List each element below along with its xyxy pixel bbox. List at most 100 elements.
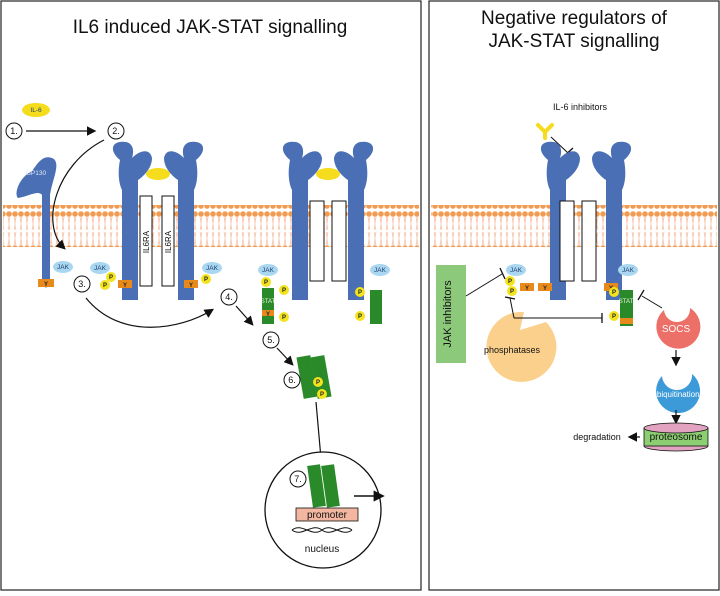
tyrosine-c1-right-label: Y (189, 283, 193, 289)
jak-c2-right-label: JAK (374, 267, 387, 274)
degradation-label: degradation (573, 432, 621, 442)
inhibition-jak (465, 273, 503, 297)
stat-c2-left-label: STAT (261, 299, 276, 305)
right-panel-frame (428, 0, 720, 591)
stat-c2-left (262, 288, 274, 324)
phosphatases-label: phosphatases (484, 345, 541, 355)
stat-c2-right (370, 290, 382, 324)
il6ra-label-a: IL6RA (142, 230, 151, 253)
phosphate-c1-c (201, 274, 211, 284)
jak-inhibitors-label: JAK inhibitors (442, 280, 454, 348)
stat-right-label: STAT (619, 299, 634, 305)
phosphate-r-c-label: P (612, 290, 616, 296)
phosphate-c2-c-label: P (282, 315, 286, 321)
jak-right-left-label: JAK (510, 267, 523, 274)
phosphate-c2-d (355, 287, 365, 297)
arrow-step4-to-step5 (235, 305, 254, 326)
phosphatase-shape (486, 311, 557, 382)
phosphate-dimer-a (313, 377, 323, 387)
step-2-marker (107, 122, 125, 140)
right-panel-title-line1: Negative regulators of (481, 8, 668, 29)
socs-label: SOCS (662, 324, 691, 335)
promoter-label: promoter (307, 510, 348, 521)
inhibition-phosphatase-jak-bar (504, 296, 516, 300)
il6-bound-1 (146, 168, 170, 180)
phosphate-c1-a-label: P (109, 275, 113, 281)
phosphate-c1-c-label: P (204, 277, 208, 283)
step-1-marker (5, 122, 23, 140)
il6-bound-2 (316, 168, 340, 180)
jak-right-right-label: JAK (622, 267, 635, 274)
inhibition-socs (641, 295, 663, 309)
phosphate-r-d (609, 311, 619, 321)
tyrosine-right-1-label: Y (525, 286, 529, 292)
tyrosine-right-2-label: Y (543, 286, 547, 292)
inhibition-il6 (550, 136, 569, 154)
step-7-label: 7. (294, 474, 302, 484)
jak-c1-right-label: JAK (206, 265, 219, 272)
jak-free-label: JAK (57, 264, 70, 271)
step-6-label: 6. (288, 375, 296, 385)
step-4-marker (220, 288, 238, 306)
tyrosine-c1-right (184, 280, 198, 288)
proteosome-label: proteosome (650, 432, 703, 443)
phosphate-dimer-b (317, 389, 327, 399)
jak-c1-right (202, 262, 222, 274)
receptor-complex-2 (282, 141, 374, 300)
tyrosine-c2-left (262, 310, 274, 316)
il6ra-right-b (581, 200, 597, 282)
left-panel-title: IL6 induced JAK-STAT signalling (73, 17, 348, 38)
il6-label: IL-6 (30, 107, 42, 114)
il6-inhibitors-label: IL-6 inhibitors (553, 102, 608, 112)
stat-dimer (296, 355, 332, 399)
step-3-label: 3. (78, 279, 86, 289)
jak-inhibitors-box (436, 265, 466, 363)
phosphate-c2-b (279, 285, 289, 295)
phosphate-r-b-label: P (510, 289, 514, 295)
jak-c1-left-label: JAK (94, 265, 107, 272)
stat-right (620, 290, 633, 326)
il6ra-right-a (559, 200, 575, 282)
nucleus-label: nucleus (305, 544, 339, 555)
il6-ligand (22, 103, 50, 117)
il6ra-complex2-a (309, 200, 325, 282)
tyrosine-gp130 (38, 279, 54, 287)
tyrosine-stat-right (620, 318, 633, 324)
proteosome-top (643, 422, 709, 434)
inhibition-socs-bar (637, 289, 645, 301)
phosphate-c2-c (279, 312, 289, 322)
socs-shape (656, 308, 701, 349)
phosphate-r-d-label: P (612, 314, 616, 320)
phosphate-r-c (609, 287, 619, 297)
il6ra-label-b: IL6RA (164, 230, 173, 253)
step-2-label: 2. (112, 126, 120, 136)
dna-helix (291, 527, 353, 533)
step-5-marker (262, 331, 280, 349)
arrow-step5-to-dimer (276, 347, 294, 366)
ubiquitination-shape (656, 374, 701, 414)
tyrosine-c1-left-label: Y (123, 283, 127, 289)
phosphate-r-a (505, 276, 515, 286)
gp130-receptor (16, 157, 57, 288)
step-1-label: 1. (10, 126, 18, 136)
phosphate-c2-b-label: P (282, 288, 286, 294)
jak-right-right (618, 264, 638, 276)
arrow-step2-to-jak (52, 139, 105, 250)
phosphate-dimer-a-label: P (316, 380, 320, 386)
gp130-label: GP130 (26, 170, 47, 177)
step-5-label: 5. (267, 335, 275, 345)
inhibition-phosphatase-jak (509, 297, 515, 319)
phosphate-c2-a-label: P (264, 280, 268, 286)
tyrosine-gp130-label: Y (44, 282, 48, 288)
phosphate-c2-a (261, 277, 271, 287)
il6-inhibitor-icon (536, 123, 554, 140)
phosphate-c2-d-label: P (358, 290, 362, 296)
phosphate-c2-e-label: P (358, 314, 362, 320)
il6ra-chain-b (161, 195, 175, 287)
tyrosine-c2-left-label: Y (266, 312, 270, 318)
tyrosine-right-1 (520, 283, 534, 291)
phosphate-r-a-label: P (508, 279, 512, 285)
stat-dimer-nucleus (307, 464, 340, 508)
